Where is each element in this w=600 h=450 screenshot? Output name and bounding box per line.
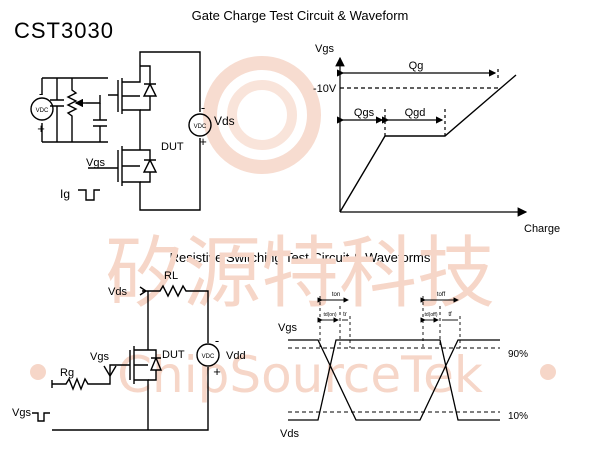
gc-qgd-label: Qgd bbox=[405, 107, 426, 119]
vds-source-icon bbox=[188, 113, 212, 137]
vds-plus: + bbox=[199, 134, 207, 149]
gc-ig-label: Ig bbox=[60, 187, 70, 201]
watermark: 矽源特科技 ChipSourceTek bbox=[30, 56, 556, 404]
rs-vdd-label: Vdd bbox=[226, 350, 246, 362]
rs-tr-label: tr bbox=[343, 312, 347, 318]
watermark-cn: 矽源特科技 bbox=[105, 229, 495, 319]
rs-vdd-minus: - bbox=[215, 333, 219, 348]
vds-source-label: VDC bbox=[194, 124, 207, 130]
vdc-plus: + bbox=[37, 121, 45, 136]
gc-y-label: Vgs bbox=[315, 43, 334, 55]
gc-dut-label: DUT bbox=[161, 141, 184, 153]
vds-minus: - bbox=[201, 100, 205, 115]
vdd-source-icon bbox=[196, 343, 220, 367]
rs-tdoff-label: td(off) bbox=[425, 312, 438, 318]
gc-level-label: -10V bbox=[313, 83, 337, 95]
gc-vgs-label: Vgs bbox=[86, 157, 105, 169]
gc-vds-label: Vds bbox=[214, 114, 235, 128]
rs-ton-label: ton bbox=[332, 292, 340, 298]
rs-vgs-label: Vgs bbox=[90, 351, 109, 363]
rs-90pct-label: 90% bbox=[508, 349, 528, 360]
gate-charge-title: Gate Charge Test Circuit & Waveform bbox=[191, 8, 409, 23]
rs-tf-label: tf bbox=[448, 312, 452, 318]
gc-curve bbox=[339, 74, 517, 213]
resistive-circuit bbox=[32, 284, 220, 431]
rs-vdd-plus: + bbox=[213, 364, 221, 379]
rs-vgs-trace bbox=[288, 339, 500, 421]
part-number: CST3030 bbox=[14, 18, 114, 43]
resistive-circuit-labels: Vds RL Vgs DUT Rg Vdd VDC - + Vgs bbox=[12, 270, 246, 419]
gate-charge-waveform bbox=[335, 56, 528, 217]
gate-charge-circuit bbox=[30, 51, 212, 211]
rs-vdc-label: VDC bbox=[202, 354, 215, 360]
gc-qgs-label: Qgs bbox=[354, 107, 375, 119]
rs-tdon-label: td(on) bbox=[323, 312, 336, 318]
rs-vds-trace bbox=[288, 339, 500, 421]
watermark-en: ChipSourceTek bbox=[117, 346, 483, 404]
rs-rg-label: Rg bbox=[60, 367, 74, 379]
vdc-source-label: VDC bbox=[36, 108, 49, 114]
rs-10pct-label: 10% bbox=[508, 411, 528, 422]
gate-charge-circuit-labels: VDC - + VDC - + Vds DUT Vgs Ig bbox=[36, 86, 235, 201]
rs-wave-vds-label: Vds bbox=[280, 428, 299, 440]
rs-vds-label: Vds bbox=[108, 286, 127, 298]
vdc-minus: - bbox=[39, 86, 43, 101]
rs-vgs-pulse-label: Vgs bbox=[12, 407, 31, 419]
vdc-source-icon bbox=[30, 97, 54, 121]
resistive-switching-title: Resistive Switching Test Circuit & Wavef… bbox=[169, 250, 431, 265]
rs-toff-label: toff bbox=[437, 292, 446, 298]
gate-charge-waveform-labels: Vgs Charge -10V Qg Qgs Qgd bbox=[313, 43, 560, 235]
rs-wave-vgs-label: Vgs bbox=[278, 322, 297, 334]
resistive-waveform bbox=[288, 296, 500, 421]
rs-dut-label: DUT bbox=[162, 349, 185, 361]
resistive-waveform-labels: Vgs Vds 90% 10% ton td(on) tr toff td(of… bbox=[278, 292, 528, 440]
gc-qg-label: Qg bbox=[409, 60, 424, 72]
rs-rl-label: RL bbox=[164, 270, 178, 282]
gc-x-label: Charge bbox=[524, 223, 560, 235]
